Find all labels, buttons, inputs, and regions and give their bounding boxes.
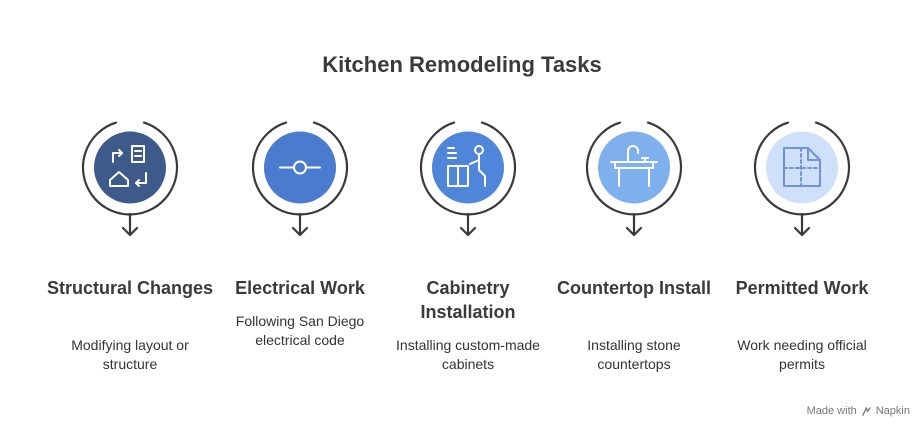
watermark-text: Made with: [806, 405, 857, 417]
step-description: Following San Diego electrical code: [235, 313, 365, 348]
step-label: Cabinetry Installation: [420, 278, 516, 322]
sink-countertop-icon: [610, 145, 658, 187]
page-title: Kitchen Remodeling Tasks: [322, 52, 602, 77]
watermark-brand: Napkin: [875, 405, 910, 417]
step-ring: [81, 121, 179, 237]
step-ring: [419, 121, 517, 237]
step-label: Permitted Work: [735, 278, 869, 298]
step-description: Installing stone countertops: [587, 337, 681, 372]
step-description: Work needing official permits: [737, 337, 867, 372]
step-ring: [753, 121, 851, 237]
step-disc: [264, 131, 336, 204]
step-disc: [94, 131, 166, 204]
step-label: Structural Changes: [46, 278, 214, 298]
watermark: Made with Napkin: [807, 405, 910, 417]
napkin-logo-icon: [861, 406, 871, 416]
blueprint-document-icon: [783, 147, 821, 187]
switch-line-icon: [279, 160, 321, 175]
step-label: Electrical Work: [235, 278, 365, 298]
step-ring: [585, 121, 683, 237]
floor-plan-home-icon: [109, 145, 147, 187]
cabinet-worker-icon: [447, 145, 486, 187]
step-ring: [251, 121, 349, 237]
step-description: Modifying layout or structure: [71, 337, 189, 372]
step-label: Countertop Install: [557, 278, 711, 298]
step-description: Installing custom-made cabinets: [396, 337, 540, 372]
